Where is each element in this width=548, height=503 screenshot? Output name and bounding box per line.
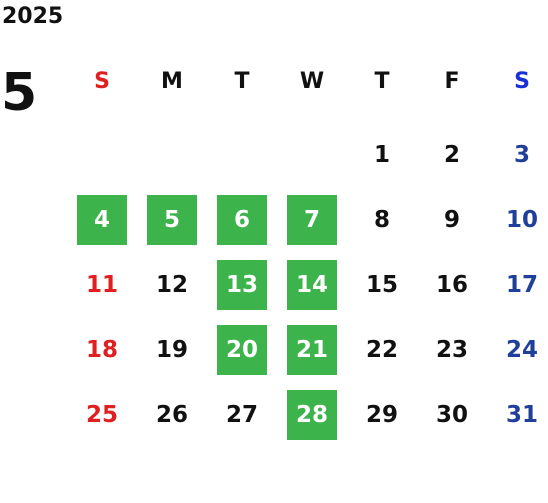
day-number: 27: [225, 401, 258, 428]
day-cell-empty: [137, 122, 207, 187]
calendar-grid: S M T W T F S 1 2 3 4 5 6 7 8 9 10 11 12…: [67, 57, 548, 447]
day-cell: 6: [207, 187, 277, 252]
day-cell: 11: [67, 252, 137, 317]
day-number: 1: [373, 141, 390, 168]
day-number: 12: [155, 271, 188, 298]
day-cell: 18: [67, 317, 137, 382]
day-number: 24: [505, 336, 538, 363]
day-number: 25: [85, 401, 118, 428]
day-cell: 8: [347, 187, 417, 252]
day-number: 31: [505, 401, 538, 428]
day-cell: 1: [347, 122, 417, 187]
day-number-highlighted: 14: [287, 259, 337, 310]
month-label: 5: [1, 63, 38, 123]
weekday-header-wed: W: [299, 68, 325, 94]
day-cell: 21: [277, 317, 347, 382]
day-cell: 23: [417, 317, 487, 382]
day-cell: 25: [67, 382, 137, 447]
day-number: 11: [85, 271, 118, 298]
day-number: 26: [155, 401, 188, 428]
weekday-header-sun: S: [94, 68, 110, 94]
day-cell-empty: [67, 122, 137, 187]
day-cell: 2: [417, 122, 487, 187]
day-number-highlighted: 4: [77, 194, 127, 245]
day-cell-empty: [207, 122, 277, 187]
day-number: 10: [505, 206, 538, 233]
day-cell: 24: [487, 317, 548, 382]
weekday-header-thu: T: [374, 68, 390, 94]
day-number: 30: [435, 401, 468, 428]
day-number: 16: [435, 271, 468, 298]
day-number-highlighted: 21: [287, 324, 337, 375]
day-cell: 19: [137, 317, 207, 382]
year-label: 2025: [2, 4, 64, 29]
day-number: 19: [155, 336, 188, 363]
day-cell: 3: [487, 122, 548, 187]
day-cell: 22: [347, 317, 417, 382]
day-number-highlighted: 6: [217, 194, 267, 245]
day-cell: 17: [487, 252, 548, 317]
day-number: 2: [443, 141, 460, 168]
day-cell: 5: [137, 187, 207, 252]
day-cell: 7: [277, 187, 347, 252]
day-number: 8: [373, 206, 390, 233]
day-number-highlighted: 5: [147, 194, 197, 245]
day-number: 15: [365, 271, 398, 298]
day-cell: 16: [417, 252, 487, 317]
day-number-highlighted: 7: [287, 194, 337, 245]
day-number-highlighted: 28: [287, 389, 337, 440]
day-cell-empty: [277, 122, 347, 187]
day-cell: 15: [347, 252, 417, 317]
day-cell: 30: [417, 382, 487, 447]
day-cell: 31: [487, 382, 548, 447]
day-cell: 10: [487, 187, 548, 252]
day-cell: 29: [347, 382, 417, 447]
day-cell: 27: [207, 382, 277, 447]
weekday-header-sat: S: [514, 68, 530, 94]
day-cell: 9: [417, 187, 487, 252]
day-number: 18: [85, 336, 118, 363]
day-cell: 12: [137, 252, 207, 317]
weekday-header-tue: T: [234, 68, 250, 94]
day-number: 23: [435, 336, 468, 363]
day-cell: 4: [67, 187, 137, 252]
day-number: 17: [505, 271, 538, 298]
day-cell: 20: [207, 317, 277, 382]
day-cell: 13: [207, 252, 277, 317]
weekday-header-fri: F: [444, 68, 460, 94]
day-cell: 14: [277, 252, 347, 317]
day-cell: 28: [277, 382, 347, 447]
day-number-highlighted: 13: [217, 259, 267, 310]
day-number: 22: [365, 336, 398, 363]
day-number-highlighted: 20: [217, 324, 267, 375]
day-cell: 26: [137, 382, 207, 447]
weekday-header-mon: M: [161, 68, 183, 94]
day-number: 29: [365, 401, 398, 428]
day-number: 9: [443, 206, 460, 233]
day-number: 3: [513, 141, 530, 168]
